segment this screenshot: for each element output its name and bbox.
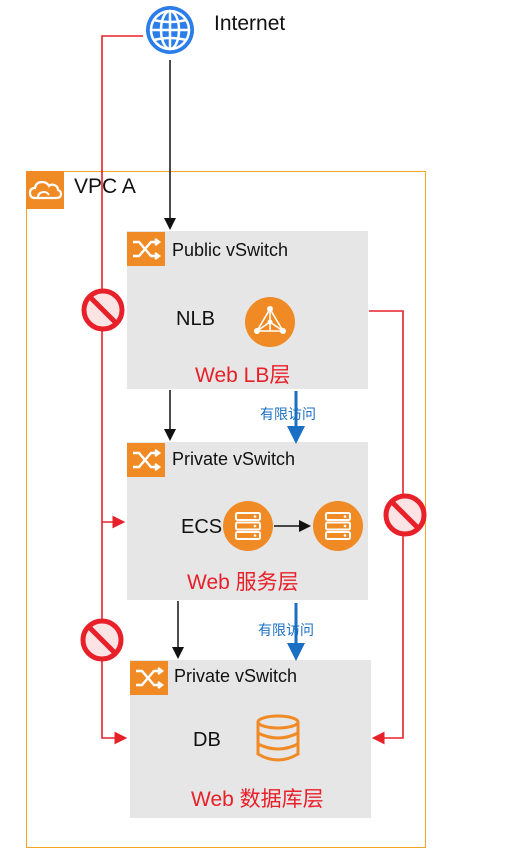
tier-label-db: Web 数据库层 [191,788,324,811]
deny-icon [81,288,125,332]
access-label-ecs-to-db: 有限访问 [258,622,314,638]
ecs-server-2 [312,500,364,552]
switch-icon [136,667,164,689]
component-label-db: DB [193,729,221,751]
load-balancer-node [244,296,296,348]
component-label-ecs: ECS [181,516,223,538]
internet-label: Internet [214,12,286,35]
cloud-icon [28,180,63,200]
deny-icon [80,618,124,662]
vswitch-badge-public [127,232,165,266]
access-label-lb-to-ecs: 有限访问 [260,406,316,422]
globe-icon [144,4,196,56]
vswitch-badge-ecs [127,443,165,477]
server-icon [313,501,363,551]
component-label-nlb: NLB [176,308,215,330]
zone-title-private-ecs: Private vSwitch [172,449,296,469]
switch-icon [133,238,161,260]
switch-icon [133,449,161,471]
zone-title-private-db: Private vSwitch [174,666,298,686]
tier-label-lb: Web LB层 [195,364,291,387]
database-icon [256,714,300,762]
zone-public-vswitch [127,231,368,389]
vswitch-badge-db [130,661,168,695]
tier-label-service: Web 服务层 [187,571,299,594]
server-icon [223,501,273,551]
deny-icon [383,493,427,537]
load-balancer-icon [245,297,295,347]
zone-title-public: Public vSwitch [172,240,289,260]
ecs-server-1 [222,500,274,552]
vpc-badge [26,171,64,209]
denied-path-internet-left [101,35,143,745]
vpc-label: VPC A [74,175,136,198]
database-node [250,710,306,766]
internet-node [140,0,200,60]
zone-private-vswitch-db [130,660,371,818]
